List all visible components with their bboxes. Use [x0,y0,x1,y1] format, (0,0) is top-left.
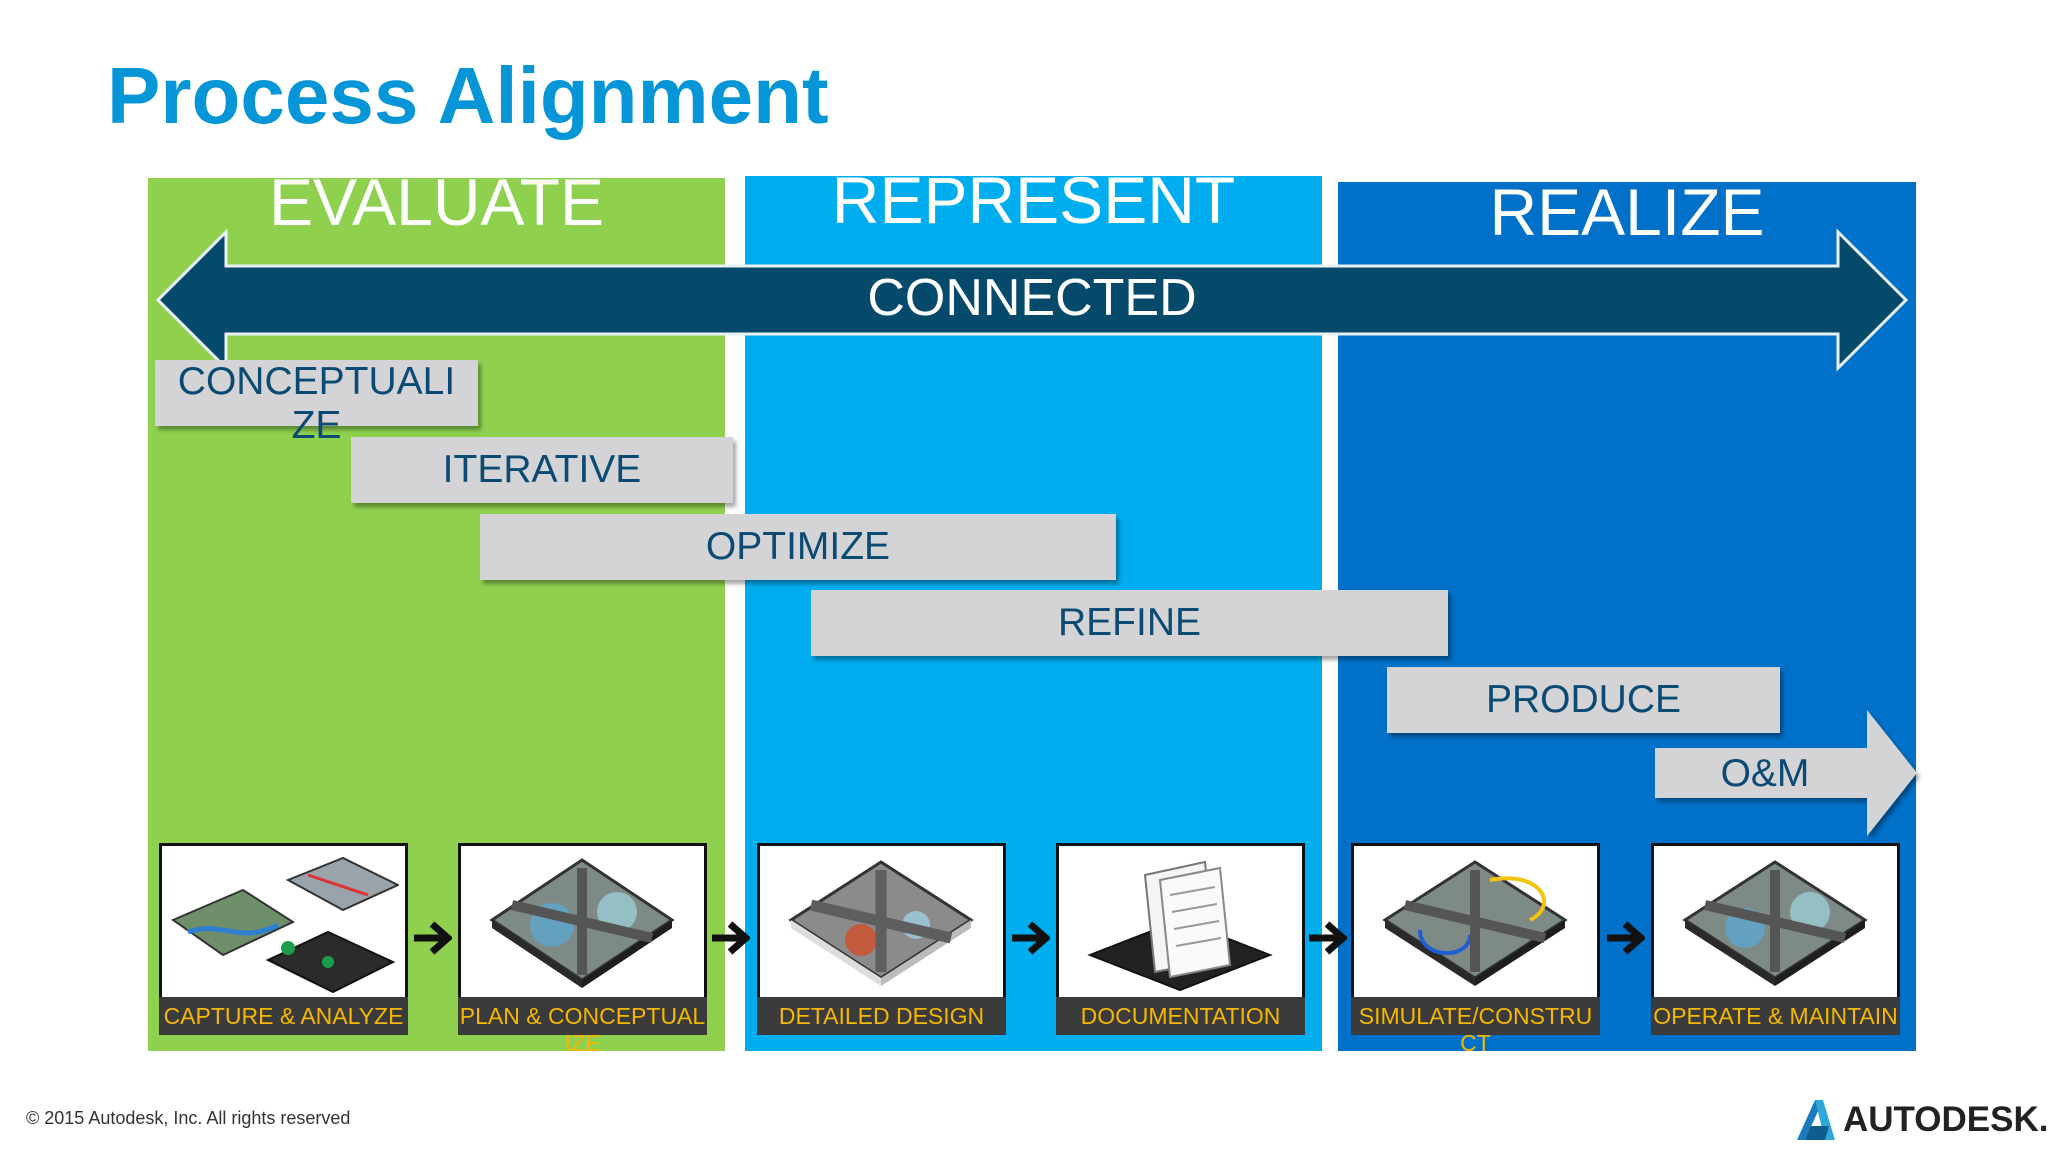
flow-arrow-icon [412,918,454,958]
workflow-caption-bar [1056,997,1305,1035]
stage-refine-label: REFINE [1057,601,1201,644]
flow-arrow-icon [1307,918,1349,958]
workflow-image-frame [1651,843,1900,1003]
stage-conceptualize: CONCEPTUALIZE [155,360,478,447]
flow-arrow-icon [1010,918,1052,958]
workflow-card-detailed-design: DETAILED DESIGN [757,843,1006,1035]
stage-produce-label: PRODUCE [1485,678,1682,721]
stage-conceptualize-label: CONCEPTUALIZE [177,360,456,447]
workflow-caption: PLAN & CONCEPTUALIZE [459,1003,706,1056]
stage-refine: REFINE [811,590,1448,656]
workflow-image-frame [458,843,707,1003]
interchange-simulate-icon [1382,860,1568,986]
phase-realize-label: REALIZE [1489,175,1765,249]
autodesk-logo: AUTODESK. [1793,1098,2048,1142]
interchange-operate-icon [1682,860,1868,986]
workflow-caption-bar [159,997,408,1035]
workflow-caption: DOCUMENTATION [1080,1003,1281,1029]
site-capture-icon [170,856,399,994]
copyright-footer: © 2015 Autodesk, Inc. All rights reserve… [26,1108,351,1128]
workflow-card-capture: CAPTURE & ANALYZE [159,843,408,1035]
workflow-card-operate: OPERATE & MAINTAIN [1651,843,1900,1035]
workflow-caption: SIMULATE/CONSTRUCT [1358,1003,1593,1056]
interchange-detail-icon [788,860,974,986]
flow-arrow-icon [710,918,752,958]
interchange-plan-icon [489,858,675,988]
phase-represent-label: REPRESENT [831,163,1236,237]
workflow-image-frame [757,843,1006,1003]
workflow-caption-bar [458,997,707,1035]
phase-evaluate-label: EVALUATE [269,165,604,239]
workflow-image-frame [1056,843,1305,1003]
stage-optimize-label: OPTIMIZE [705,525,891,568]
workflow-caption: CAPTURE & ANALYZE [163,1003,404,1029]
workflow-image-frame [159,843,408,1003]
workflow-image-frame [1351,843,1600,1003]
workflow-caption-bar [757,997,1006,1035]
workflow-card-documentation: DOCUMENTATION [1056,843,1305,1035]
workflow-caption: DETAILED DESIGN [778,1003,985,1029]
workflow-caption: OPERATE & MAINTAIN [1653,1003,1898,1029]
connected-double-arrow [155,228,1909,372]
connected-label: CONNECTED [867,269,1197,327]
stage-optimize: OPTIMIZE [480,514,1116,580]
workflow-card-plan: PLAN & CONCEPTUALIZE [458,843,707,1056]
stage-iterative: ITERATIVE [351,437,733,503]
autodesk-wordmark: AUTODESK. [1843,1100,2048,1139]
flow-arrow-icon [1605,918,1647,958]
stage-om-label: O&M [1720,752,1810,795]
workflow-caption-bar [1351,997,1600,1035]
autodesk-logo-icon [1797,1100,1835,1140]
page-title: Process Alignment [107,51,829,140]
stage-om-arrow [1655,710,1917,836]
document-sheets-icon [1087,860,1273,992]
stage-produce: PRODUCE [1387,667,1780,733]
stage-iterative-label: ITERATIVE [442,448,642,491]
workflow-caption-bar [1651,997,1900,1035]
workflow-card-simulate: SIMULATE/CONSTRUCT [1351,843,1600,1056]
